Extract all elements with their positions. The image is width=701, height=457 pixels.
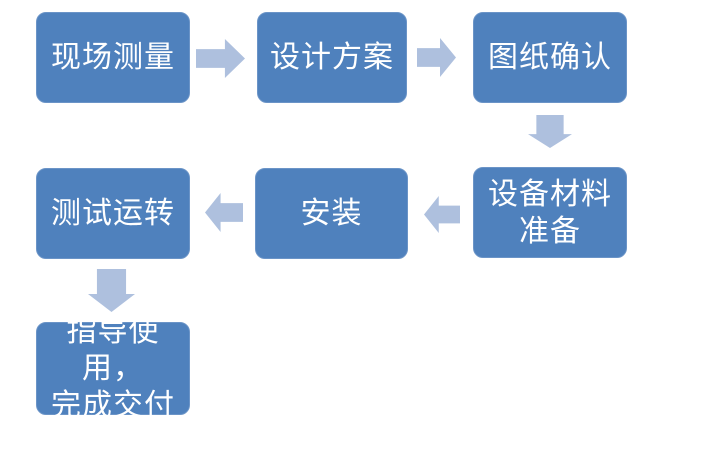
flow-step-installation: 安装 [255, 168, 408, 259]
arrow-left-icon [424, 196, 460, 233]
arrow-down-icon [528, 115, 572, 148]
flow-step-drawing-confirmation-label: 图纸确认 [488, 41, 612, 74]
flow-step-installation-label: 安装 [300, 197, 363, 230]
flow-step-test-run-label: 测试运转 [51, 197, 175, 230]
flow-step-site-measurement-label: 现场测量 [51, 41, 175, 74]
arrow-left-icon [205, 193, 243, 232]
flow-step-site-measurement: 现场测量 [36, 12, 190, 103]
flow-step-test-run: 测试运转 [36, 168, 190, 259]
arrow-down-icon [88, 269, 135, 312]
flow-step-guide-use-complete-delivery-label: 指导使用， 完成交付 [51, 315, 175, 422]
flow-step-guide-use-complete-delivery: 指导使用， 完成交付 [36, 315, 190, 422]
arrow-right-icon [417, 38, 456, 77]
flow-step-design-plan-label: 设计方案 [270, 41, 394, 74]
flow-step-design-plan: 设计方案 [257, 12, 407, 103]
flow-step-equipment-material-preparation-label: 设备材料 准备 [488, 177, 612, 248]
flow-step-equipment-material-preparation: 设备材料 准备 [473, 167, 627, 258]
arrow-right-icon [196, 39, 245, 78]
flow-step-drawing-confirmation: 图纸确认 [473, 12, 627, 103]
